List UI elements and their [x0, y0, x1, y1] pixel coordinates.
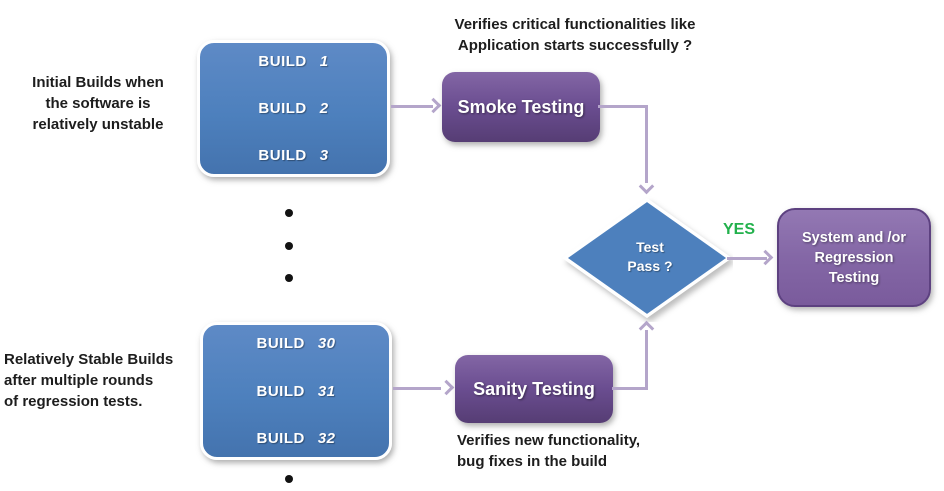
sanity-testing-box: Sanity Testing: [455, 355, 613, 423]
note-initial-builds-line3: relatively unstable: [32, 116, 164, 133]
note-stable-builds-line2: after multiple rounds: [4, 372, 154, 389]
decision-diamond: [561, 197, 733, 319]
ellipsis-dot: [285, 475, 293, 483]
ellipsis-dot: [285, 209, 293, 217]
connector-sanity-elbow-horizontal: [612, 387, 648, 390]
build-row: BUILD 2: [200, 100, 387, 117]
arrow-builds-to-smoke: [391, 105, 433, 108]
note-smoke-caption: Verifies critical functionalities like A…: [420, 14, 730, 56]
build-word: BUILD: [256, 382, 305, 400]
build-row: BUILD 30: [203, 335, 389, 352]
connector-smoke-elbow-vertical: [645, 105, 648, 183]
build-word: BUILD: [258, 100, 307, 117]
arrowhead-up-icon: [638, 320, 655, 337]
yes-label: YES: [722, 221, 755, 238]
note-stable-builds-line3: of regression tests.: [4, 393, 143, 410]
note-initial-builds-line1: Initial Builds when: [32, 74, 164, 91]
build-row: BUILD 31: [203, 383, 389, 400]
smoke-testing-label: Smoke Testing: [457, 96, 585, 117]
build-number: 1: [319, 53, 329, 70]
result-box: System and /or Regression Testing: [777, 208, 931, 307]
arrowhead-right-icon: [438, 379, 455, 396]
note-stable-builds-line1: Relatively Stable Builds: [4, 351, 174, 368]
ellipsis-dot: [285, 274, 293, 282]
note-smoke-caption-line2: Application starts successfully ?: [457, 37, 693, 54]
result-line2: Regression: [814, 249, 894, 266]
result-line1: System and /or: [802, 229, 906, 246]
arrow-builds-to-sanity: [393, 387, 441, 390]
build-word: BUILD: [256, 430, 305, 447]
ellipsis-dot: [285, 242, 293, 250]
build-number: 32: [317, 430, 336, 447]
note-sanity-caption-line1: Verifies new functionality,: [457, 432, 641, 449]
connector-sanity-elbow-vertical: [645, 330, 648, 390]
note-smoke-caption-line1: Verifies critical functionalities like: [454, 16, 696, 33]
build-row: BUILD 32: [203, 430, 389, 447]
build-box-top: BUILD 1 BUILD 2 BUILD 3: [197, 40, 390, 177]
decision-line1: Test: [636, 239, 664, 255]
note-sanity-caption: Verifies new functionality, bug fixes in…: [457, 430, 697, 472]
build-word: BUILD: [258, 147, 307, 164]
decision-line2: Pass ?: [627, 258, 673, 274]
note-sanity-caption-line2: bug fixes in the build: [457, 453, 607, 470]
build-row: BUILD 1: [200, 53, 387, 70]
note-stable-builds: Relatively Stable Builds after multiple …: [4, 349, 204, 412]
build-number: 31: [317, 382, 336, 400]
build-number: 3: [319, 147, 329, 164]
build-number: 2: [319, 100, 329, 117]
build-row: BUILD 3: [200, 147, 387, 164]
arrowhead-right-icon: [757, 249, 774, 266]
build-word: BUILD: [256, 335, 305, 352]
smoke-testing-box: Smoke Testing: [442, 72, 600, 142]
arrowhead-down-icon: [638, 178, 655, 195]
result-line3: Testing: [828, 269, 880, 286]
arrowhead-right-icon: [425, 97, 442, 114]
sanity-testing-label: Sanity Testing: [473, 378, 595, 399]
build-word: BUILD: [258, 53, 307, 70]
build-box-bottom: BUILD 30 BUILD 31 BUILD 32: [200, 322, 392, 460]
connector-smoke-elbow-horizontal: [598, 105, 648, 108]
decision-diamond-label: Test Pass ?: [594, 238, 706, 276]
arrow-diamond-to-result: [727, 257, 767, 260]
build-number: 30: [317, 335, 336, 352]
note-initial-builds: Initial Builds when the software is rela…: [2, 72, 194, 135]
note-initial-builds-line2: the software is: [45, 95, 151, 112]
